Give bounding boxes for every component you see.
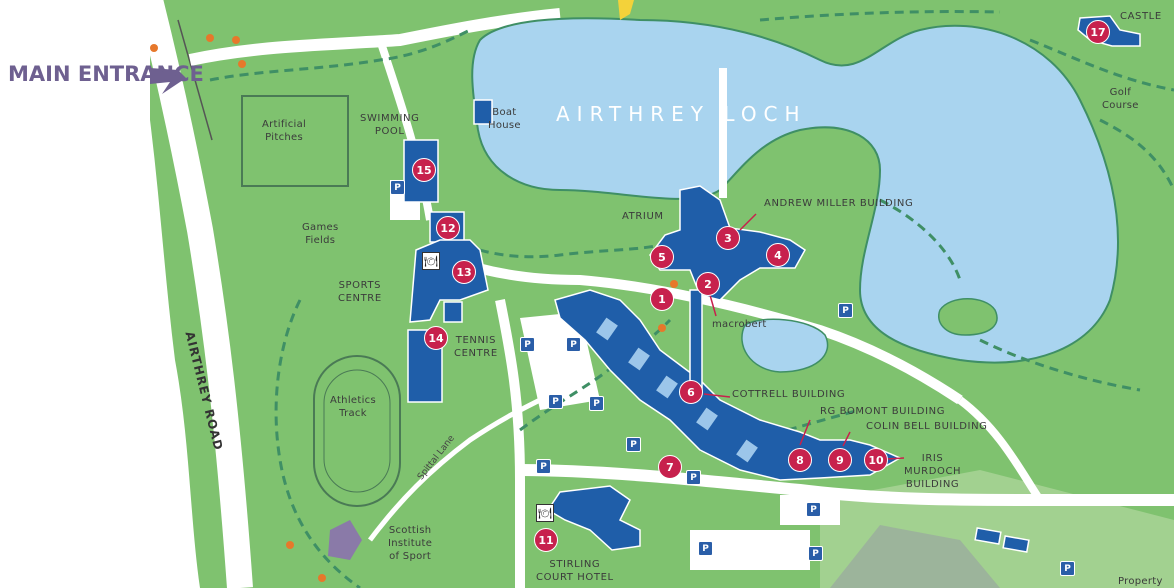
colin-bell-label: COLIN BELL BUILDING: [866, 421, 988, 432]
leader-lines: [703, 213, 905, 460]
scottish-institute-building: [328, 520, 362, 560]
building-marker[interactable]: 14: [424, 326, 448, 350]
building-marker[interactable]: 15: [412, 158, 436, 182]
athletics-track-outline: [313, 355, 401, 507]
castle-label: CASTLE: [1120, 11, 1162, 22]
macrobert-label: macrobert: [712, 319, 767, 330]
parking-icon: P: [390, 180, 405, 195]
building-marker[interactable]: 6: [679, 380, 703, 404]
orange-dots: [150, 34, 678, 582]
road-edge-line: [177, 19, 213, 141]
parking-icon: P: [808, 546, 823, 561]
building-marker[interactable]: 3: [716, 226, 740, 250]
campus-ring-road: [427, 245, 963, 405]
building-marker[interactable]: 8: [788, 448, 812, 472]
cottrell-courtyards: [596, 317, 758, 463]
west-campus-road: [495, 299, 525, 588]
parking-symbol: P: [549, 395, 562, 408]
pier: [719, 68, 727, 198]
parking-icon: P: [806, 502, 821, 517]
south-east-building-2: [1002, 535, 1030, 553]
parking-icon: P: [566, 337, 581, 352]
andrew-miller-label: ANDREW MILLER BUILDING: [764, 198, 914, 209]
parking-icon: P: [589, 396, 604, 411]
south-road: [519, 464, 1174, 506]
parking-icon: P: [520, 337, 535, 352]
top-road: [188, 8, 561, 66]
parking-symbol: P: [839, 304, 852, 317]
parking-icon: P: [626, 437, 641, 452]
parking-symbol: P: [391, 181, 404, 194]
building-marker[interactable]: 1: [650, 287, 674, 311]
parking-symbol: P: [590, 397, 603, 410]
east-link-road: [957, 396, 1044, 503]
atrium-label: ATRIUM: [622, 211, 664, 222]
artificial-pitches-label: Artificial Pitches: [262, 119, 307, 143]
top-fragment: [618, 0, 634, 20]
building-marker[interactable]: 2: [696, 272, 720, 296]
restaurant-icon: 🍽: [536, 504, 554, 522]
parking-symbol: P: [699, 542, 712, 555]
parking-symbol: P: [687, 471, 700, 484]
sports-centre-annex: [443, 301, 463, 323]
parking-icon: P: [548, 394, 563, 409]
building-marker[interactable]: 7: [658, 455, 682, 479]
parking-symbol: P: [537, 460, 550, 473]
restaurant-icon: 🍽: [422, 252, 440, 270]
small-pond: [741, 318, 829, 373]
rg-bomont-label: RG BOMONT BUILDING: [820, 406, 946, 417]
building-marker[interactable]: 10: [864, 448, 888, 472]
tennis-centre-label: TENNIS CENTRE: [454, 335, 498, 359]
parking-icon: P: [698, 541, 713, 556]
loch-label: AIRTHREY LOCH: [556, 102, 807, 126]
parking-icon: P: [838, 303, 853, 318]
entrance-arrow-icon: [150, 58, 186, 94]
athletics-track-inner: [323, 369, 391, 493]
parking-symbol: P: [807, 503, 820, 516]
parking-symbol: P: [627, 438, 640, 451]
boat-house-label: Boat House: [488, 107, 521, 131]
parking-symbol: P: [521, 338, 534, 351]
cottrell-label: COTTRELL BUILDING: [732, 389, 846, 400]
athletics-track-label: Athletics Track: [330, 395, 376, 419]
scottish-institute-label: Scottish Institute of Sport: [388, 525, 433, 562]
south-east-building-1: [974, 527, 1002, 545]
artificial-pitches-outline: [241, 95, 349, 187]
games-fields-label: Games Fields: [302, 222, 339, 246]
swimming-pool-label: SWIMMING POOL: [360, 113, 420, 137]
airthrey-loch: [471, 17, 1120, 364]
property-label: Property: [1118, 576, 1163, 587]
building-marker[interactable]: 13: [452, 260, 476, 284]
parking-symbol: P: [809, 547, 822, 560]
spittal-lane: [368, 397, 542, 542]
building-marker[interactable]: 9: [828, 448, 852, 472]
building-marker[interactable]: 11: [534, 528, 558, 552]
iris-murdoch-label: IRIS MURDOCH BUILDING: [904, 453, 962, 490]
boat-house-building: [473, 99, 493, 125]
parking-icon: P: [536, 459, 551, 474]
building-marker[interactable]: 17: [1086, 20, 1110, 44]
sports-centre-label: SPORTS CENTRE: [338, 280, 382, 304]
parking-icon: P: [686, 470, 701, 485]
parking-symbol: P: [567, 338, 580, 351]
building-marker[interactable]: 5: [650, 245, 674, 269]
stirling-court-label: STIRLING COURT HOTEL: [536, 559, 614, 583]
link-corridor: [689, 289, 703, 391]
building-marker[interactable]: 12: [436, 216, 460, 240]
main-entrance-label: MAIN ENTRANCE: [8, 62, 204, 86]
building-marker[interactable]: 4: [766, 243, 790, 267]
parking-symbol: P: [1061, 562, 1074, 575]
golf-course-label: Golf Course: [1102, 87, 1139, 111]
stirling-court-hotel: [546, 485, 641, 551]
loch-island: [938, 298, 998, 336]
parking-icon: P: [1060, 561, 1075, 576]
paved-area: [830, 525, 1000, 588]
